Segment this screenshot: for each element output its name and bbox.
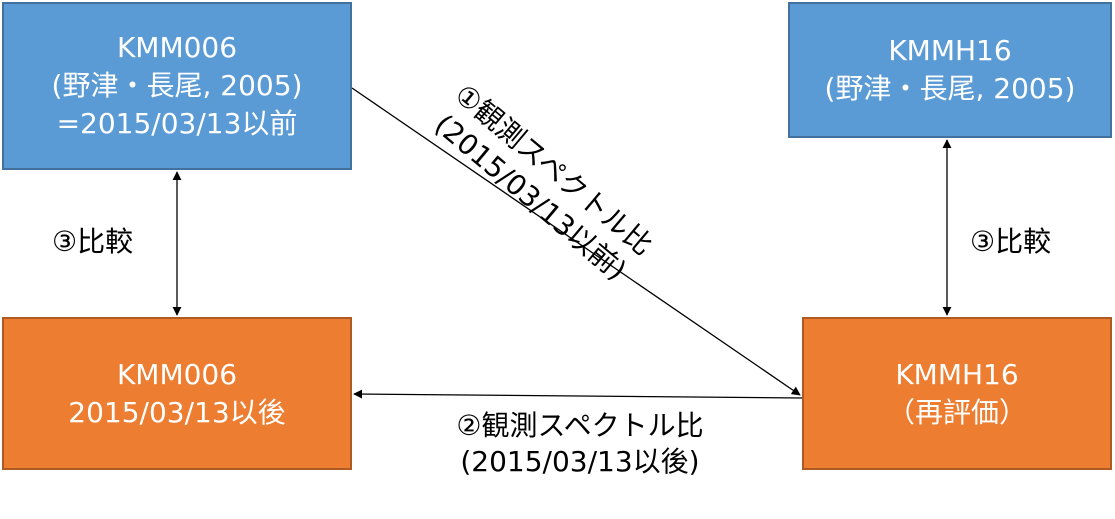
node-kmm006-after-period: 2015/03/13以後 <box>68 395 286 429</box>
label-observed-ratio-after-title: ②観測スペクトル比 <box>456 409 704 442</box>
arrow-obs1 <box>351 87 801 396</box>
node-kmm006-before-source: (野津・長尾, 2005) <box>51 69 303 102</box>
arrow-obs2 <box>353 389 803 399</box>
node-kmmh16-reevaluation-name: KMMH16 <box>895 357 1019 391</box>
node-kmm006-after-name: KMM006 <box>116 357 238 391</box>
node-kmmh16-reference: KMMH16 (野津・長尾, 2005) <box>788 2 1112 138</box>
node-kmm006-before-period: =2015/03/13以前 <box>56 107 298 140</box>
node-kmm006-after: KMM006 2015/03/13以後 <box>2 317 352 470</box>
node-kmm006-before: KMM006 (野津・長尾, 2005) =2015/03/13以前 <box>2 2 352 170</box>
node-kmmh16-reference-name: KMMH16 <box>888 34 1012 67</box>
label-observed-ratio-after-period: (2015/03/13以後) <box>460 445 700 478</box>
label-compare-right: ③比較 <box>970 225 1052 258</box>
node-kmmh16-reevaluation: KMMH16 （再評価） <box>802 317 1112 470</box>
label-observed-ratio-after: ②観測スペクトル比 (2015/03/13以後) <box>420 408 740 480</box>
node-kmmh16-reevaluation-note: （再評価） <box>886 395 1027 429</box>
node-kmm006-before-name: KMM006 <box>116 31 238 64</box>
node-kmmh16-reference-source: (野津・長尾, 2005) <box>824 72 1076 105</box>
label-compare-left: ③比較 <box>52 225 134 258</box>
